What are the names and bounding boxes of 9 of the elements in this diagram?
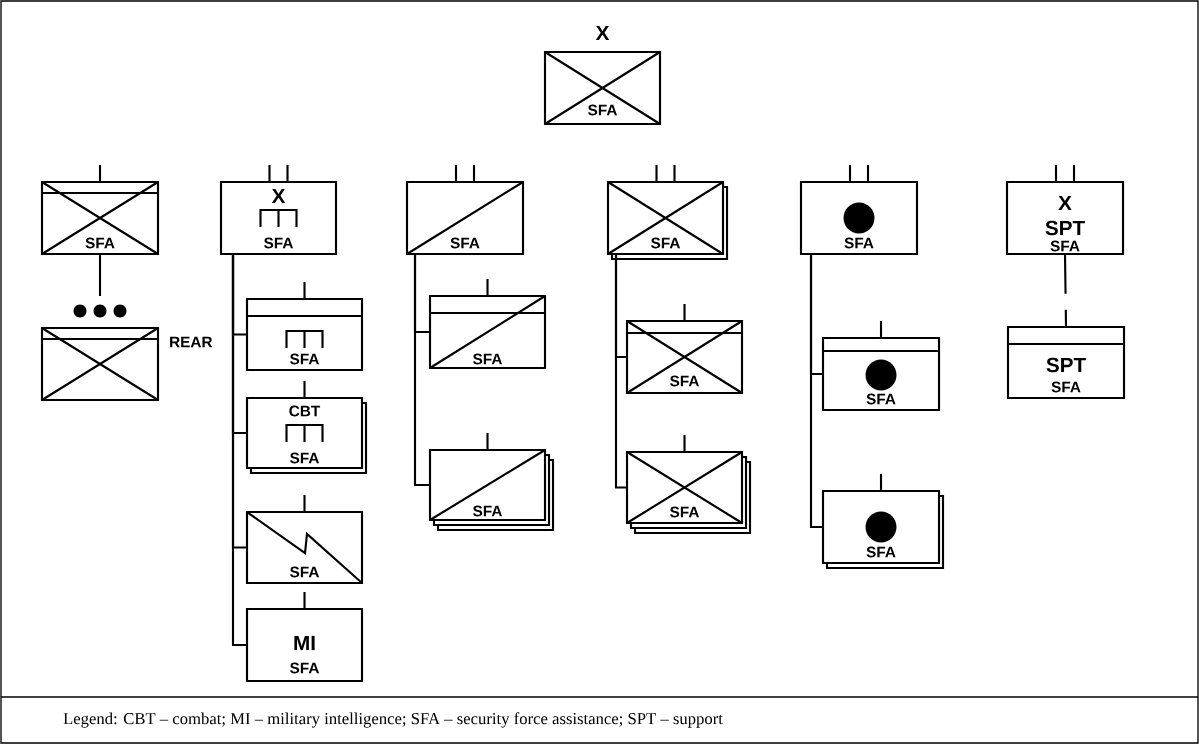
connector-line <box>614 254 626 489</box>
connector-line <box>1063 255 1068 326</box>
connector-line <box>98 255 102 296</box>
connector-line <box>231 254 246 647</box>
unit-symbol <box>40 304 160 402</box>
connector-line <box>413 254 429 487</box>
unit-label: REAR <box>170 336 213 348</box>
connector-line <box>809 254 822 529</box>
legend-text: Legend: CBT – combat; MI – military intelligence; SFA – security force assistance; SPT – support <box>63 712 723 728</box>
